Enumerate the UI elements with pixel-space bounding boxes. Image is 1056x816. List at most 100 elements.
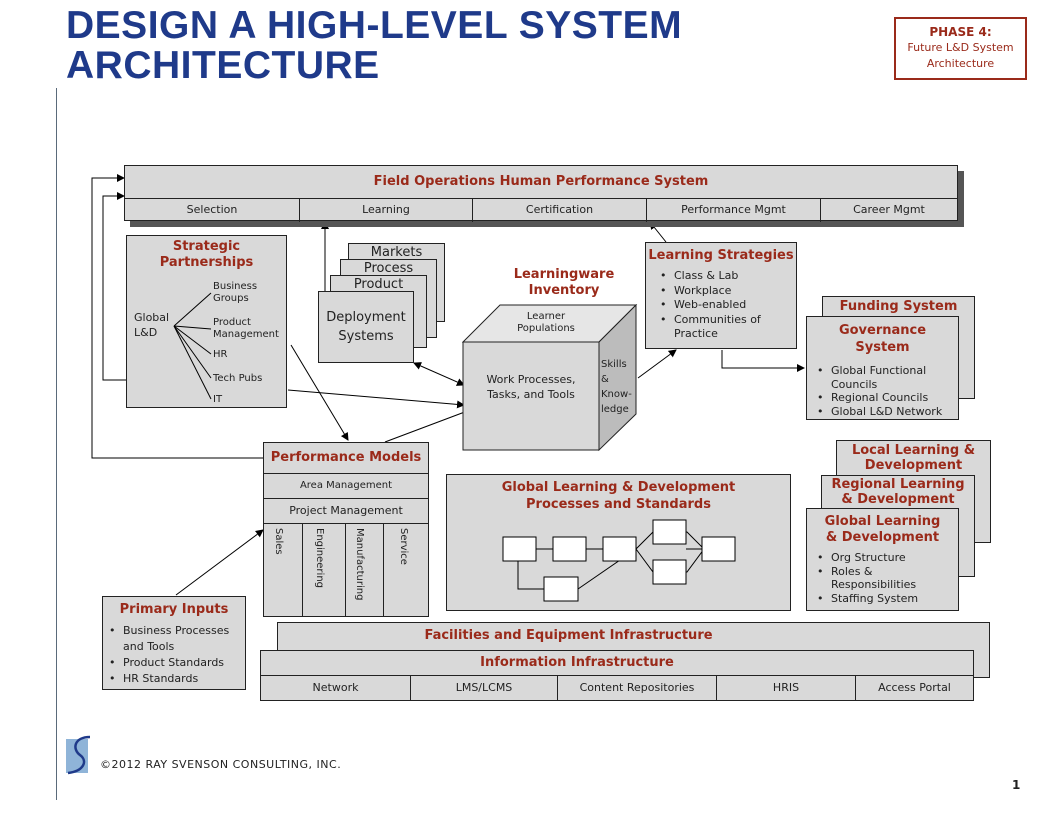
information-cells: Network LMS/LCMS Content Repositories HR… (261, 676, 973, 701)
field-ops-cell: Learning (299, 199, 472, 222)
list-item: Roles & Responsibilities (817, 565, 958, 592)
local-ld-title-line-2: Development (864, 458, 963, 473)
phase-label: PHASE 4: (929, 25, 992, 39)
learningware-title: Learningware Inventory (500, 267, 628, 299)
phase-line-2: Architecture (926, 57, 995, 70)
regional-ld-title-line-1: Regional Learning (831, 477, 965, 492)
learning-strategies-title: Learning Strategies (648, 248, 794, 263)
global-processes-title: Global Learning & Development Processes … (447, 475, 790, 513)
global-ld-title-line-2: & Development (825, 530, 940, 545)
copyright: ©2012 RAY SVENSON CONSULTING, INC. (100, 758, 342, 771)
process-step (552, 536, 587, 562)
process-step (502, 536, 537, 562)
info-cell: Access Portal (855, 676, 973, 701)
list-item: Regional Councils (817, 391, 958, 405)
deployment-systems-card: Deployment Systems (318, 291, 414, 363)
process-step (543, 576, 579, 602)
strategic-branch: IT (213, 394, 223, 405)
skills-knowledge-label: Skills & Know- ledge (601, 359, 632, 415)
strategic-branch: HR (213, 349, 228, 360)
global-processes-title-line-1: Global Learning & Development (501, 480, 736, 495)
process-step (652, 519, 687, 545)
work-processes-label: Work Processes, Tasks, and Tools (486, 373, 576, 401)
info-cell: Network (312, 681, 359, 694)
governance-system: Governance System Global Functional Coun… (806, 316, 959, 420)
strategic-title-line-1: Strategic (172, 239, 241, 254)
process-step (701, 536, 736, 562)
global-processes-title-line-2: Processes and Standards (526, 497, 711, 512)
learning-strategies: Learning Strategies Class & Lab Workplac… (645, 242, 797, 349)
field-ops-cell: Certification (472, 199, 646, 222)
field-operations-system: Field Operations Human Performance Syste… (124, 165, 958, 222)
s-logo-icon (66, 735, 91, 775)
learning-strategies-list: Class & Lab Workplace Web-enabled Commun… (646, 269, 796, 342)
learningware-title-line-2: Inventory (528, 283, 600, 298)
governance-system-title: Governance System (807, 317, 958, 356)
information-infrastructure: Information Infrastructure Network LMS/L… (260, 650, 974, 701)
performance-column: Engineering (303, 524, 346, 616)
information-title: Information Infrastructure (261, 651, 973, 676)
strategic-root: Global L&D (134, 310, 169, 340)
strategic-partnerships: Strategic Partnerships Global L&D Busine… (126, 235, 287, 408)
performance-column-label: Sales (273, 528, 284, 555)
list-item: Web-enabled (660, 298, 796, 313)
list-item: Global L&D Network (817, 405, 958, 419)
performance-column-label: Engineering (314, 528, 325, 588)
page-number: 1 (1012, 778, 1021, 792)
performance-row: Area Management (264, 474, 428, 499)
title-line-2: ARCHITECTURE (66, 44, 380, 87)
regional-ld-title-line-2: & Development (841, 492, 955, 507)
performance-column: Sales (264, 524, 303, 616)
performance-models: Performance Models Area Management Proje… (263, 442, 429, 617)
process-flow-diagram (502, 519, 736, 602)
left-divider (56, 88, 57, 800)
global-ld: Global Learning & Development Org Struct… (806, 508, 959, 611)
performance-row: Project Management (264, 499, 428, 524)
primary-inputs: Primary Inputs Business Processes and To… (102, 596, 246, 690)
list-item: Business Processes and Tools (109, 623, 245, 655)
strategic-branch: Product Management (213, 317, 279, 340)
cube-front-face (462, 341, 600, 451)
strategic-partnerships-title: Strategic Partnerships (127, 239, 286, 271)
list-item: Class & Lab (660, 269, 796, 284)
performance-column-label: Manufacturing (354, 528, 365, 601)
field-operations-title: Field Operations Human Performance Syste… (125, 166, 957, 199)
facilities-title: Facilities and Equipment Infrastructure (424, 628, 713, 643)
performance-columns: Sales Engineering Manufacturing Service (264, 524, 428, 616)
local-ld-title-line-1: Local Learning & (851, 443, 976, 458)
list-item: Staffing System (817, 592, 958, 606)
regional-ld-title: Regional Learning & Development (822, 476, 974, 507)
strategic-branch-lines (173, 292, 212, 400)
governance-list: Global Functional Councils Regional Coun… (807, 364, 958, 418)
field-ops-cell: Selection (186, 203, 238, 216)
governance-title-line-2: System (855, 340, 910, 355)
field-ops-cell: Career Mgmt (820, 199, 957, 222)
strategic-root-line-1: Global (134, 311, 170, 324)
list-item: Org Structure (817, 551, 958, 565)
performance-models-title: Performance Models (264, 443, 428, 474)
funding-system-title: Funding System (839, 299, 958, 314)
strategic-root-line-2: L&D (134, 326, 158, 339)
list-item: Communities of Practice (660, 313, 796, 342)
learningware-title-line-1: Learningware (513, 267, 615, 282)
performance-column: Manufacturing (346, 524, 384, 616)
process-step (602, 536, 637, 562)
page-title: DESIGN A HIGH-LEVEL SYSTEM ARCHITECTURE (66, 6, 766, 86)
performance-column-label: Service (398, 528, 409, 565)
title-line-1: DESIGN A HIGH-LEVEL SYSTEM (66, 4, 683, 47)
info-cell: HRIS (716, 676, 855, 701)
list-item: Workplace (660, 284, 796, 299)
info-cell: Content Repositories (557, 676, 716, 701)
learningware-cube (462, 304, 638, 452)
strategic-branch: Tech Pubs (213, 373, 263, 384)
global-ld-list: Org Structure Roles & Responsibilities S… (807, 551, 958, 605)
learner-populations-label: Learner Populations (517, 311, 575, 334)
primary-inputs-title: Primary Inputs (119, 602, 229, 617)
primary-inputs-list: Business Processes and Tools Product Sta… (103, 623, 245, 687)
governance-title-line-1: Governance (838, 323, 927, 338)
global-ld-title-line-1: Global Learning (824, 514, 941, 529)
local-ld-title: Local Learning & Development (837, 441, 990, 473)
strategic-branch: Business Groups (213, 281, 258, 304)
phase-badge: PHASE 4: Future L&D System Architecture (894, 17, 1027, 80)
